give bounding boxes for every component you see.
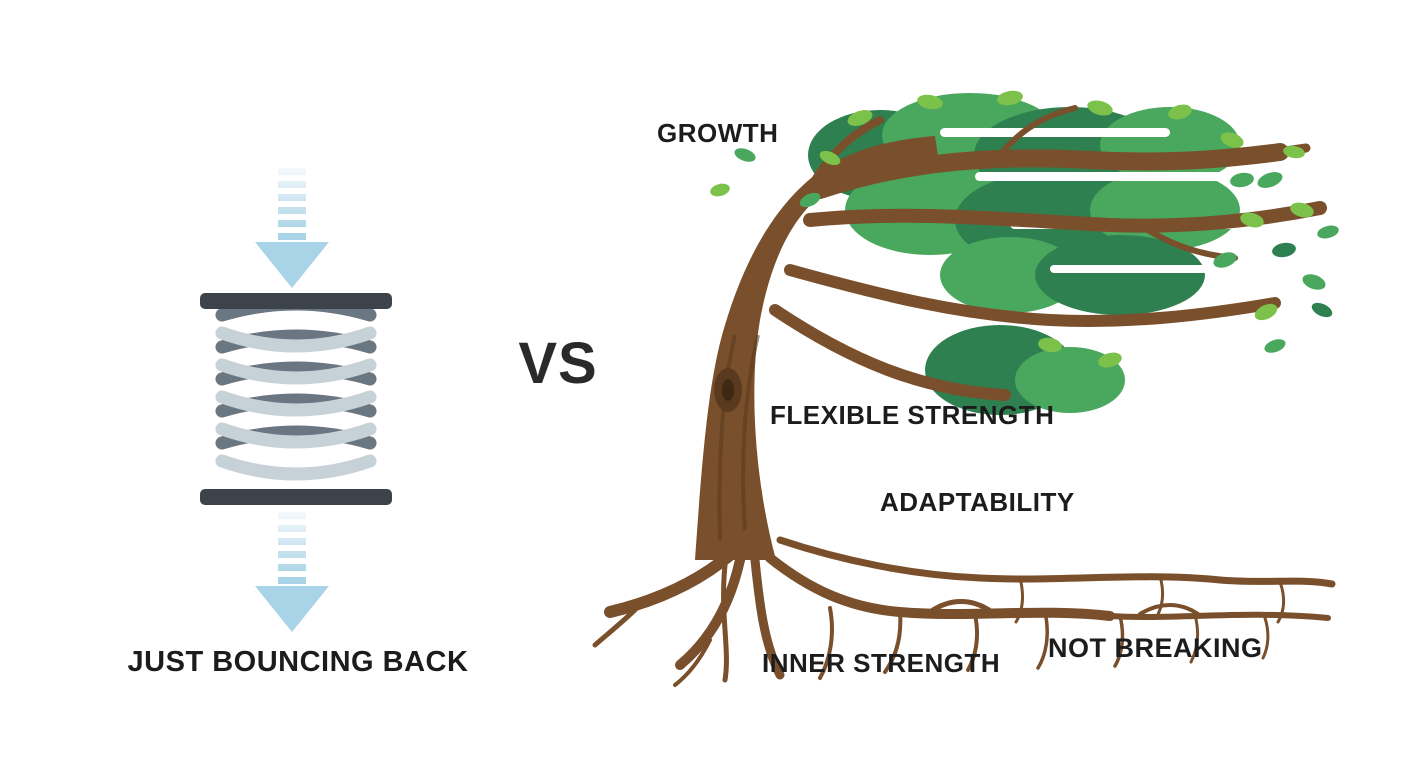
left-caption: JUST BOUNCING BACK bbox=[127, 646, 469, 678]
adaptability-label: ADAPTABILITY bbox=[880, 487, 1075, 517]
spring-coil bbox=[215, 297, 377, 481]
down-arrow-head bbox=[255, 242, 329, 288]
spring-illustration bbox=[200, 293, 392, 505]
spring-bottom-plate bbox=[200, 489, 392, 505]
down-arrow-icon bbox=[255, 512, 329, 632]
not-breaking-label: NOT BREAKING bbox=[1048, 633, 1263, 663]
flexible-strength-label: FLEXIBLE STRENGTH bbox=[770, 400, 1055, 430]
growth-label: GROWTH bbox=[657, 118, 779, 148]
tree-trunk bbox=[695, 136, 938, 560]
down-arrow-tail bbox=[278, 168, 306, 244]
inner-strength-label: INNER STRENGTH bbox=[762, 648, 1001, 678]
tree-roots bbox=[592, 536, 1336, 687]
vs-label: VS bbox=[518, 331, 598, 396]
tree-foliage bbox=[808, 93, 1240, 415]
tree-leaves bbox=[710, 90, 1339, 368]
down-arrow-tail bbox=[278, 512, 306, 588]
spring-top-plate bbox=[200, 293, 392, 309]
down-arrow-head bbox=[255, 586, 329, 632]
down-arrow-icon bbox=[255, 168, 329, 288]
tree-illustration bbox=[592, 90, 1339, 687]
